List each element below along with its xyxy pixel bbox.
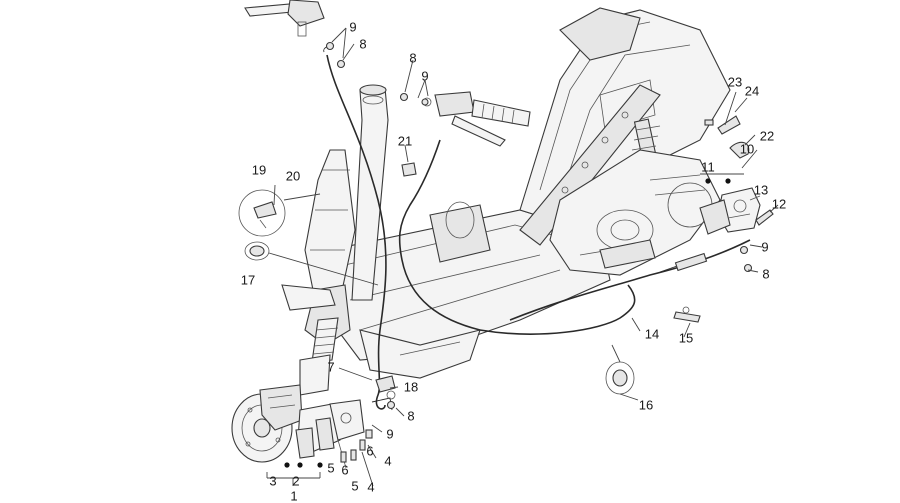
callout-8: 8 <box>407 408 415 424</box>
callout-6: 6 <box>341 462 349 478</box>
callout-11: 11 <box>701 159 715 175</box>
callout-9: 9 <box>421 68 429 84</box>
callout-16: 16 <box>638 397 654 413</box>
callout-12: 12 <box>771 196 787 212</box>
callout-10: 10 <box>739 141 755 157</box>
front-caliper-exploded <box>266 399 373 486</box>
callout-20: 20 <box>285 168 301 184</box>
callout-5: 5 <box>351 478 359 494</box>
callout-14: 14 <box>644 326 660 342</box>
callout-9: 9 <box>386 426 394 442</box>
callout-9: 9 <box>761 239 769 255</box>
scooter-body <box>329 7 731 379</box>
handlebar-controls <box>244 0 531 147</box>
leader-lines <box>273 27 779 487</box>
callout-8: 8 <box>409 50 417 66</box>
callout-4: 4 <box>384 453 392 469</box>
callout-19: 19 <box>251 162 267 178</box>
callout-22: 22 <box>759 128 775 144</box>
callout-24: 24 <box>744 83 760 99</box>
callout-17: 17 <box>240 272 256 288</box>
callout-8: 8 <box>762 266 770 282</box>
callout-15: 15 <box>678 330 694 346</box>
rear-caliper <box>699 173 761 235</box>
loose-parts <box>238 41 774 410</box>
callout-23: 23 <box>727 74 743 90</box>
callout-6: 6 <box>366 443 374 459</box>
callout-1: 1 <box>290 488 298 503</box>
front-end <box>231 84 389 463</box>
callout-9: 9 <box>349 19 357 35</box>
callout-8: 8 <box>359 36 367 52</box>
callout-21: 21 <box>397 133 413 149</box>
callout-13: 13 <box>753 182 769 198</box>
callout-5: 5 <box>327 460 335 476</box>
callout-2: 2 <box>292 473 300 489</box>
callout-7: 7 <box>327 359 335 375</box>
callout-4: 4 <box>367 479 375 495</box>
callout-3: 3 <box>269 473 277 489</box>
callout-18: 18 <box>403 379 419 395</box>
